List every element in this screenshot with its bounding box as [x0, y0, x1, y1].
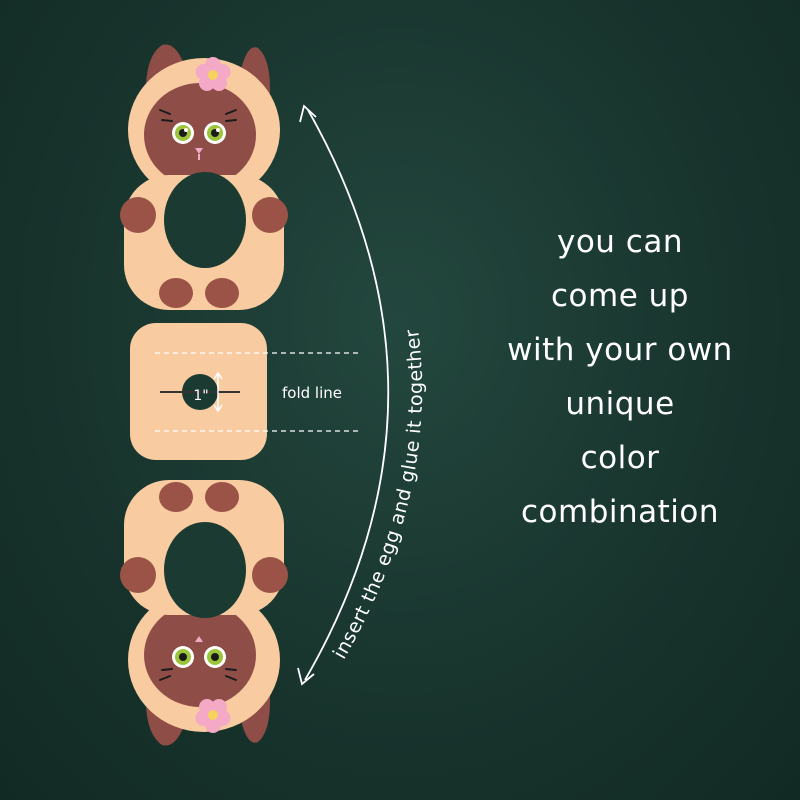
side-line-5: color [580, 440, 660, 476]
side-line-1: you can [556, 224, 683, 260]
middle-base-piece: 1" [130, 323, 360, 460]
side-line-3: with your own [507, 332, 733, 368]
side-line-4: unique [565, 386, 675, 422]
side-line-2: come up [551, 278, 689, 314]
egg-hole-top [164, 172, 246, 268]
curved-arrow-icon [297, 104, 390, 686]
side-message: you can come up with your own unique col… [470, 215, 770, 539]
cat-face-icon [159, 109, 237, 160]
size-label: 1" [193, 388, 208, 404]
fold-line-label: fold line [282, 384, 342, 402]
top-cat-piece [120, 44, 288, 310]
side-line-6: combination [520, 494, 720, 530]
bottom-cat-piece [120, 480, 288, 746]
